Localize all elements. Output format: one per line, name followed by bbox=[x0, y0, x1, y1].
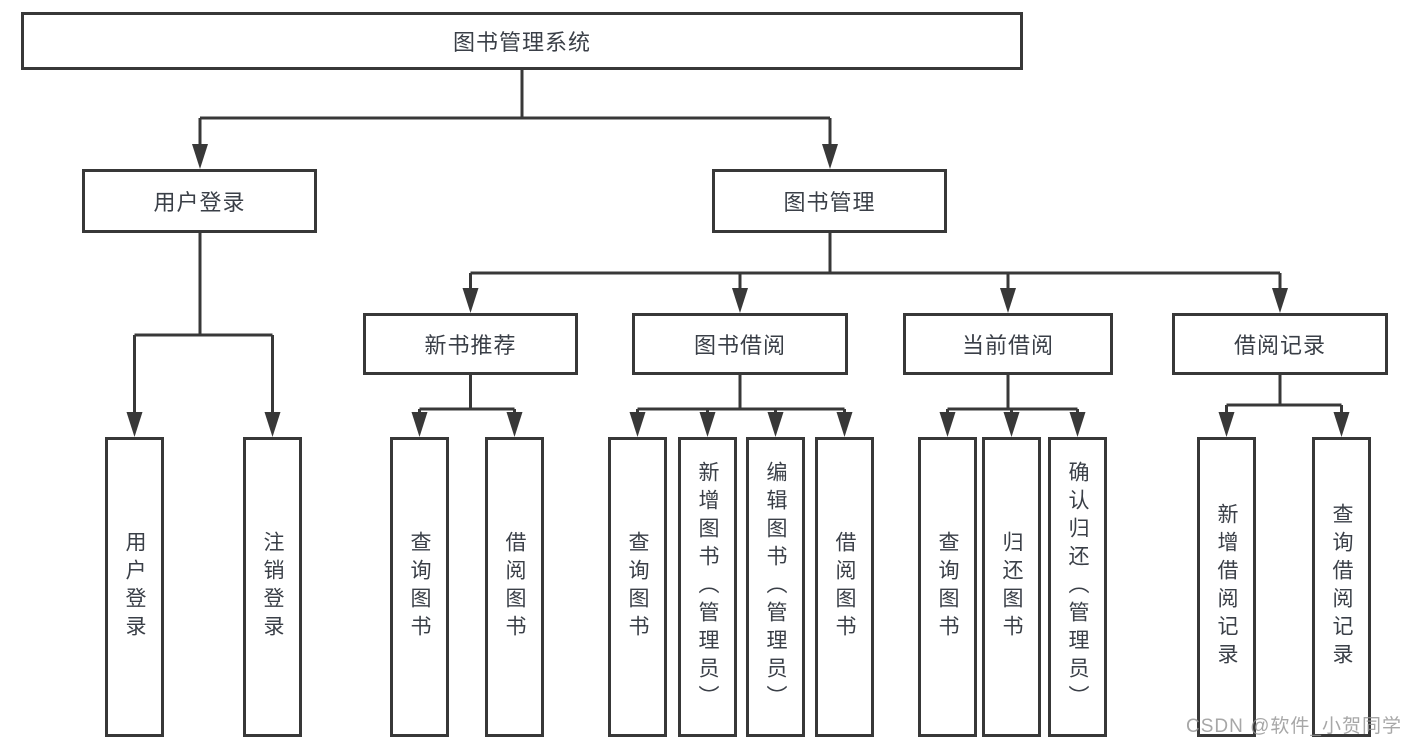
arrowhead-leaf-login bbox=[126, 412, 143, 437]
connector-current-borrow-children bbox=[946, 375, 1079, 418]
arrowhead-cb-query bbox=[939, 412, 956, 437]
leaf-user-login: 用户登录 bbox=[105, 437, 164, 737]
arrowhead-bb-borrow bbox=[836, 412, 853, 437]
leaf-bb-edit-books-admin: 编辑图书（管理员） bbox=[746, 437, 805, 737]
leaf-cb-return-books: 归还图书 bbox=[982, 437, 1041, 737]
node-new-book-recommend: 新书推荐 bbox=[363, 313, 578, 375]
node-borrowing-records: 借阅记录 bbox=[1172, 313, 1388, 375]
arrowhead-new-book-rec bbox=[462, 288, 479, 313]
connector-book-borrow-children bbox=[636, 375, 846, 418]
connector-book-mgmt-children bbox=[469, 233, 1282, 294]
connector-new-book-rec-children bbox=[418, 375, 516, 418]
connector-root-to-level2 bbox=[200, 70, 830, 120]
arrowhead-cb-confirm bbox=[1069, 412, 1086, 437]
leaf-cb-query-books: 查询图书 bbox=[918, 437, 977, 737]
arrowhead-cb-return bbox=[1003, 412, 1020, 437]
node-root-library-system: 图书管理系统 bbox=[21, 12, 1023, 70]
node-book-borrowing: 图书借阅 bbox=[632, 313, 848, 375]
node-current-borrowing: 当前借阅 bbox=[903, 313, 1113, 375]
arrowhead-current-borrow bbox=[1000, 288, 1016, 313]
connector-user-login-children bbox=[133, 233, 274, 418]
node-book-management: 图书管理 bbox=[712, 169, 947, 233]
leaf-nbr-borrow-books: 借阅图书 bbox=[485, 437, 544, 737]
arrowhead-br-add bbox=[1218, 412, 1235, 437]
leaf-bb-add-books-admin: 新增图书（管理员） bbox=[678, 437, 737, 737]
leaf-br-add-record: 新增借阅记录 bbox=[1197, 437, 1256, 737]
leaf-nbr-query-books: 查询图书 bbox=[390, 437, 449, 737]
connector-shafts-level2 bbox=[198, 118, 832, 150]
arrowhead-book-mgmt bbox=[822, 144, 838, 169]
arrowhead-user-login bbox=[192, 144, 208, 169]
arrowhead-nbr-borrow bbox=[506, 412, 523, 437]
node-user-login: 用户登录 bbox=[82, 169, 317, 233]
arrowhead-nbr-query bbox=[411, 412, 428, 437]
leaf-cb-confirm-return-admin: 确认归还（管理员） bbox=[1048, 437, 1107, 737]
arrowhead-br-query bbox=[1333, 412, 1350, 437]
arrowhead-bb-add bbox=[699, 412, 716, 437]
arrowhead-bb-edit bbox=[767, 412, 784, 437]
leaf-logout: 注销登录 bbox=[243, 437, 302, 737]
connector-borrow-records-children bbox=[1225, 375, 1343, 418]
leaf-bb-borrow-books: 借阅图书 bbox=[815, 437, 874, 737]
arrowhead-borrow-records bbox=[1272, 288, 1288, 313]
arrowhead-book-borrow bbox=[732, 288, 748, 313]
arrowhead-leaf-logout bbox=[264, 412, 281, 437]
arrowhead-bb-query bbox=[629, 412, 646, 437]
leaf-bb-query-books: 查询图书 bbox=[608, 437, 667, 737]
leaf-br-query-record: 查询借阅记录 bbox=[1312, 437, 1371, 737]
csdn-watermark: CSDN @软件_小贺同学 bbox=[1186, 716, 1402, 737]
